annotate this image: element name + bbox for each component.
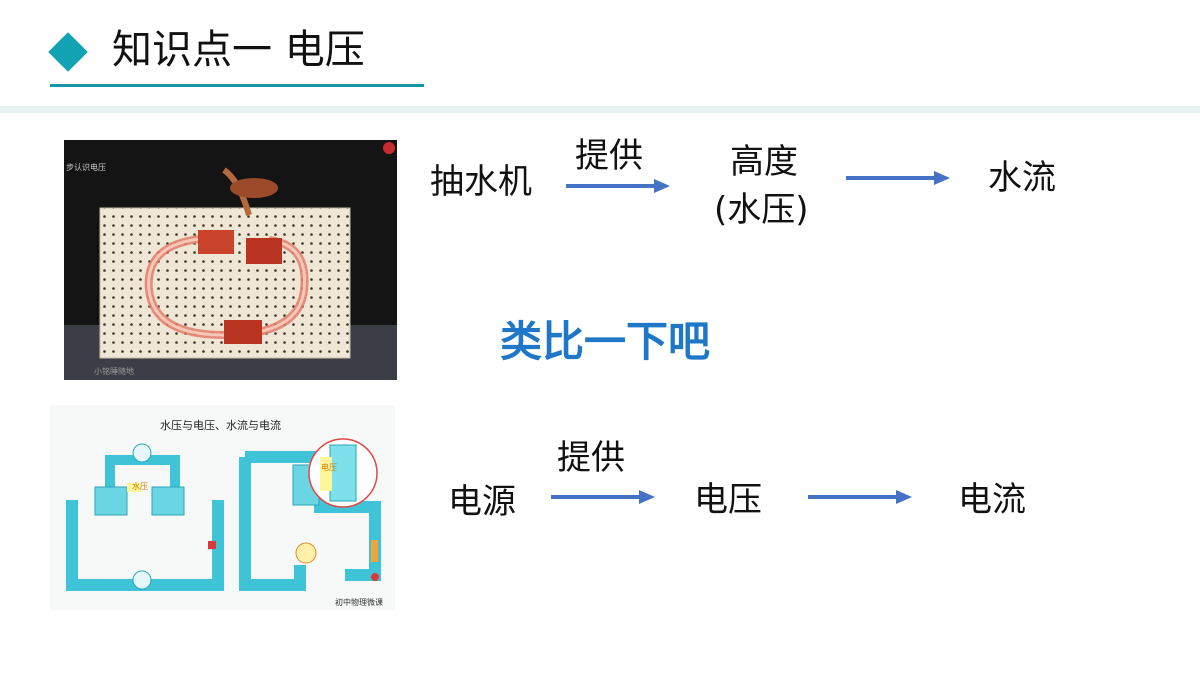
diagram-footer: 初中物理微课 <box>335 598 383 607</box>
photo-caption-bottom: 小铭睡随地 <box>94 367 134 376</box>
analogy-heading: 类比一下吧 <box>500 318 711 365</box>
electric-result-label: 电流 <box>958 480 1026 520</box>
arrow-icon <box>551 490 655 504</box>
label-water-pressure: 水压 <box>132 482 148 491</box>
title-diamond-icon <box>48 32 88 72</box>
arrow-icon <box>846 171 950 185</box>
label-voltage: 电压 <box>321 463 337 472</box>
electric-middle-label: 电压 <box>694 480 762 520</box>
header-divider <box>0 106 1200 113</box>
water-source-label: 抽水机 <box>430 162 532 202</box>
photo-caption-top: 步认识电压 <box>66 163 106 172</box>
water-circuit-photo <box>64 140 397 380</box>
electric-provides-label: 提供 <box>557 438 625 478</box>
experiment-photo: 步认识电压 小铭睡随地 <box>64 140 397 380</box>
arrow-icon <box>566 179 670 193</box>
water-middle-line1: 高度 <box>730 142 798 182</box>
water-middle-line2: (水压) <box>714 190 809 230</box>
analogy-diagram: 水压与电压、水流与电流 水压 电压 初中物理微课 <box>50 405 395 610</box>
water-provides-label: 提供 <box>575 136 643 176</box>
diagram-caption: 水压与电压、水流与电流 <box>160 419 281 432</box>
title-underline <box>50 84 424 87</box>
page-title: 知识点一 电压 <box>112 27 365 73</box>
arrow-icon <box>808 490 912 504</box>
electric-source-label: 电源 <box>448 482 516 522</box>
water-result-label: 水流 <box>988 158 1056 198</box>
water-electric-diagram <box>66 438 381 591</box>
